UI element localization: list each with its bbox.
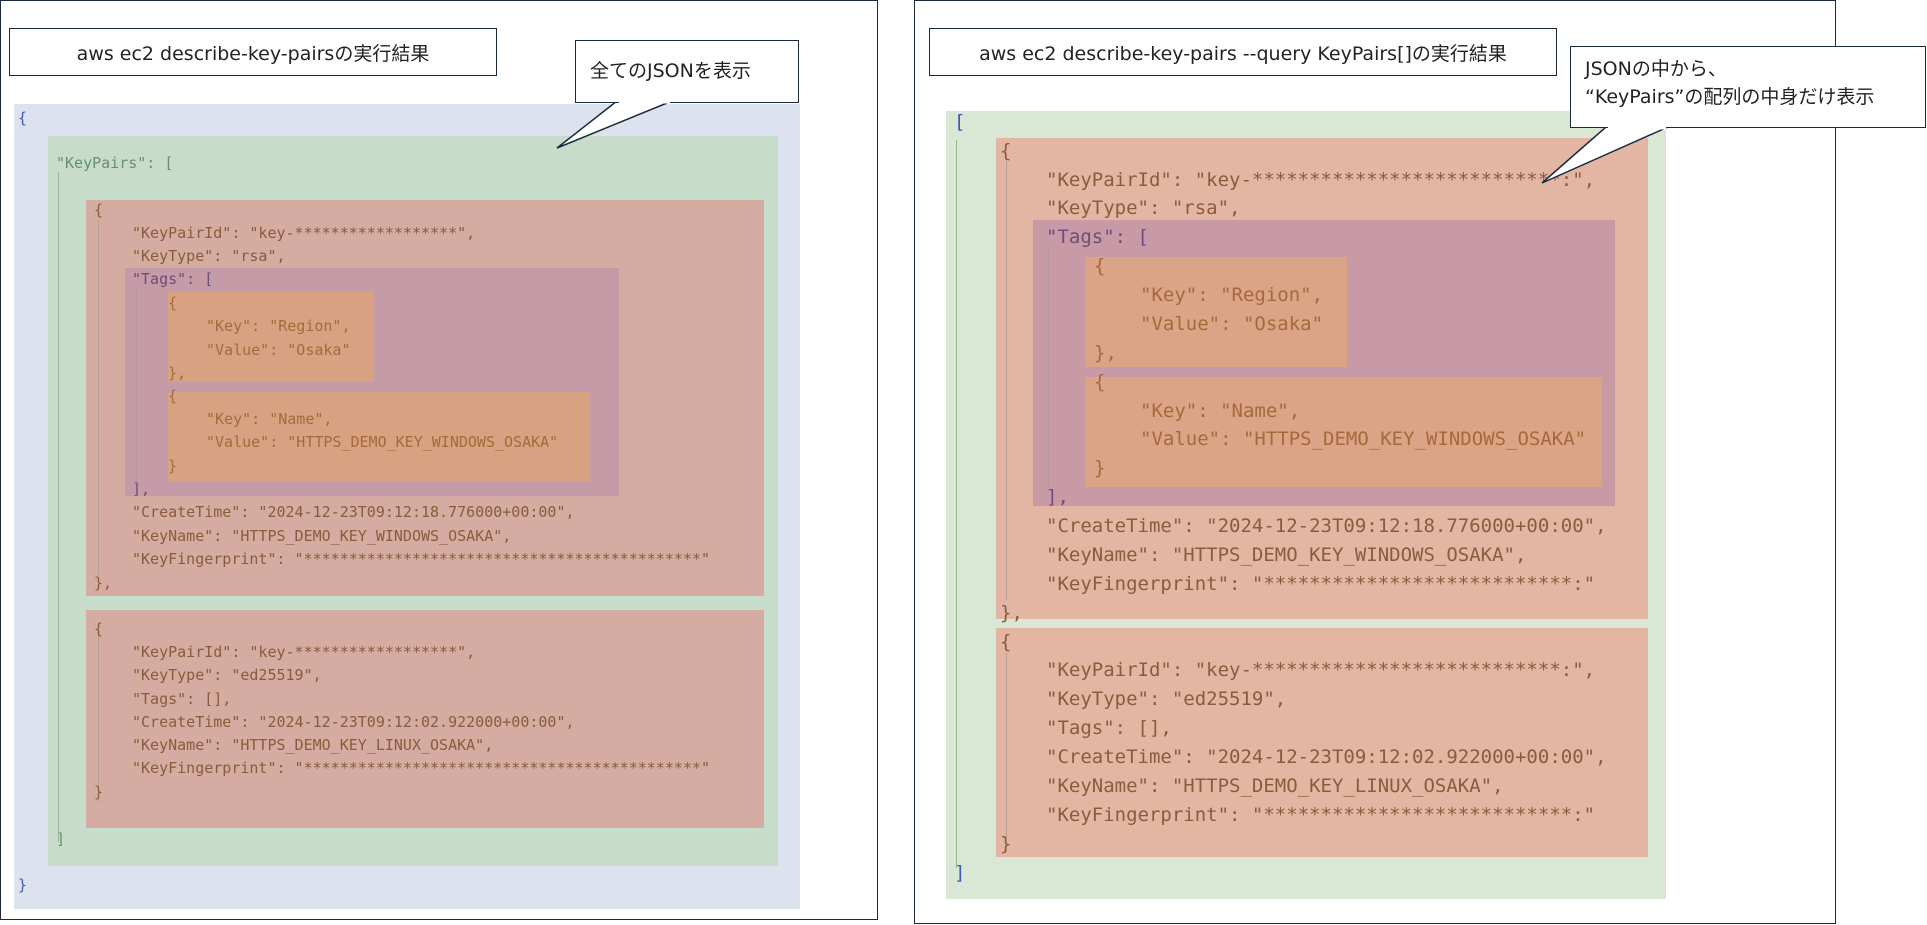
keypair-2-region [996,628,1648,857]
tag-2-region [1085,377,1602,487]
json-line: "Tags": [ [1046,226,1149,248]
json-line: "KeyFingerprint": "*********************… [132,550,710,568]
json-line: }, [1000,602,1023,624]
keypairs-indent-guide [58,172,59,842]
json-line: { [1094,255,1106,277]
keypair-2-region [86,610,764,828]
json-line: "KeyPairId": "key-******************", [132,643,476,661]
json-line: ], [1046,486,1069,508]
json-line: }, [1094,342,1117,364]
json-line: "CreateTime": "2024-12-23T09:12:02.92200… [1046,746,1607,768]
tag-1-region [168,292,374,382]
json-line: ] [56,830,66,848]
json-line: "KeyName": "HTTPS_DEMO_KEY_LINUX_OSAKA", [132,736,494,754]
json-line: "Key": "Name", [206,410,333,428]
json-line: "KeyPairId": "key-**********************… [1046,659,1596,681]
json-line: "Tags": [], [132,690,232,708]
json-line: { [1094,371,1106,393]
json-line: "Key": "Region", [206,317,351,335]
tag-2-region [168,392,590,482]
json-line: { [168,387,178,405]
json-line: "CreateTime": "2024-12-23T09:12:18.77600… [132,503,575,521]
right-title-box: aws ec2 describe-key-pairs --query KeyPa… [929,28,1557,76]
left-title-box: aws ec2 describe-key-pairsの実行結果 [9,28,497,76]
json-line: }, [94,574,113,592]
json-line: "Value": "HTTPS_DEMO_KEY_WINDOWS_OSAKA" [1140,428,1587,450]
json-line: "KeyFingerprint": "*********************… [1046,573,1596,595]
json-line: "KeyType": "ed25519", [132,666,322,684]
json-line: } [94,783,104,801]
json-line: "KeyPairId": "key-**********************… [1046,169,1596,191]
json-line: "CreateTime": "2024-12-23T09:12:18.77600… [1046,515,1607,537]
json-line: ], [132,480,151,498]
json-line: { [168,294,178,312]
json-line: "KeyType": "rsa", [132,247,286,265]
tags-indent-guide [136,290,137,482]
json-line: "KeyType": "rsa", [1046,197,1241,219]
json-line: } [1000,833,1012,855]
json-line: "KeyName": "HTTPS_DEMO_KEY_WINDOWS_OSAKA… [132,527,512,545]
json-line: "Value": "Osaka" [206,341,351,359]
right-callout: JSONの中から、 “KeyPairs”の配列の中身だけ表示 [1570,46,1926,128]
json-line: } [1094,457,1106,479]
json-line: "KeyType": "ed25519", [1046,688,1287,710]
keypair-1-indent-guide [98,220,99,575]
json-line: }, [168,364,187,382]
json-line: "KeyFingerprint": "*********************… [1046,804,1596,826]
json-line: "Tags": [], [1046,717,1172,739]
keypair-2-indent-guide [98,632,99,802]
keypair-2-indent-guide [1006,652,1007,838]
json-line: "Value": "Osaka" [1140,313,1324,335]
json-line: { [94,201,104,219]
json-line: "CreateTime": "2024-12-23T09:12:02.92200… [132,713,575,731]
json-line: { [1000,631,1012,653]
tag-1-region [1085,257,1347,367]
json-line: { [1000,140,1012,162]
json-line: ] [954,862,966,884]
json-line: "KeyFingerprint": "*********************… [132,759,710,777]
json-line: "KeyPairs": [ [56,154,174,172]
json-line: "Key": "Region", [1140,284,1324,306]
json-line: } [168,457,178,475]
tags-indent-guide [1048,245,1049,493]
left-callout: 全てのJSONを表示 [575,40,799,103]
json-line: "KeyPairId": "key-******************", [132,224,476,242]
json-line: { [18,109,28,127]
json-line: "KeyName": "HTTPS_DEMO_KEY_WINDOWS_OSAKA… [1046,544,1527,566]
json-line: [ [954,111,966,133]
json-line: "KeyName": "HTTPS_DEMO_KEY_LINUX_OSAKA", [1046,775,1504,797]
json-line: "Value": "HTTPS_DEMO_KEY_WINDOWS_OSAKA" [206,433,559,451]
json-line: } [18,876,28,894]
array-indent-guide [956,140,957,868]
json-line: { [94,620,104,638]
keypair-1-indent-guide [1006,160,1007,600]
json-line: "Tags": [ [132,270,214,288]
json-line: "Key": "Name", [1140,400,1301,422]
